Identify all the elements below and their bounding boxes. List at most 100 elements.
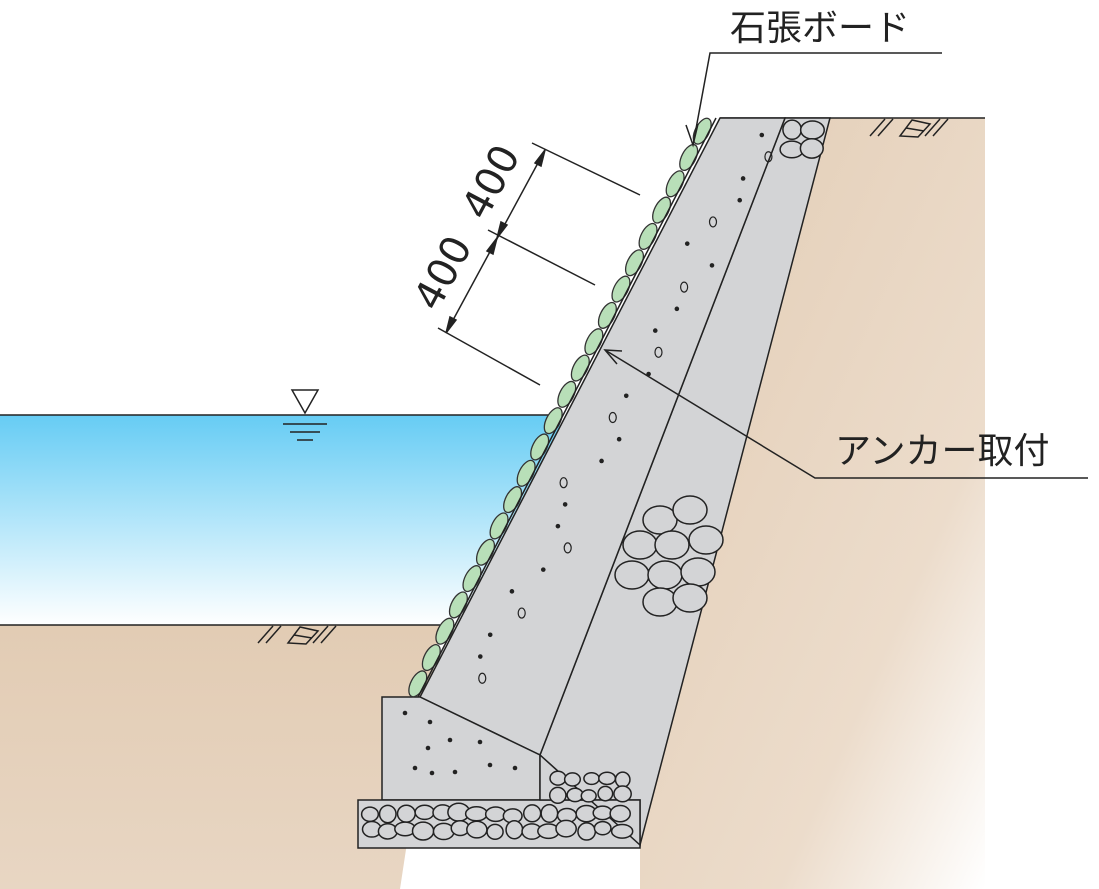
aggregate-dot bbox=[555, 523, 561, 529]
aggregate-pebble bbox=[764, 151, 773, 163]
stone-board-tile bbox=[638, 222, 658, 250]
aggregate-dot bbox=[402, 710, 408, 716]
aggregate-dot bbox=[652, 328, 658, 333]
aggregate-pebble bbox=[654, 346, 663, 358]
rubble-stone bbox=[688, 525, 724, 555]
rubble-stone bbox=[593, 820, 612, 836]
callout-leaders bbox=[603, 52, 1088, 479]
rubble-stone bbox=[610, 823, 634, 839]
stone-board-tile bbox=[570, 354, 590, 382]
aggregate-dot bbox=[674, 306, 680, 312]
ground-hatch-right bbox=[869, 118, 949, 138]
stone-board-tile bbox=[543, 407, 563, 435]
aggregate-dot bbox=[429, 770, 435, 776]
aggregate-dot bbox=[427, 719, 433, 725]
aggregate-dot bbox=[447, 737, 453, 743]
stone-board-tile bbox=[679, 143, 699, 171]
aggregate-dot bbox=[477, 739, 483, 745]
ground-hatch-left bbox=[257, 625, 337, 645]
aggregate-dot bbox=[616, 436, 622, 442]
stone-board-tile bbox=[652, 196, 672, 224]
aggregate-dot bbox=[509, 589, 515, 594]
aggregate-pebble bbox=[478, 672, 487, 684]
rubble-stone bbox=[411, 821, 435, 841]
rubble-stone bbox=[614, 560, 650, 590]
aggregate-pebble bbox=[608, 411, 617, 424]
rubble-stone bbox=[360, 806, 380, 823]
rubble-stone bbox=[598, 771, 617, 786]
rubble-stone bbox=[396, 804, 416, 823]
rubble-stone bbox=[597, 785, 614, 802]
aggregate-pebble bbox=[708, 216, 718, 228]
aggregate-dots bbox=[402, 132, 773, 776]
rubble-stone bbox=[680, 557, 716, 587]
rubble-stone bbox=[642, 587, 678, 617]
rubble-stone bbox=[583, 771, 600, 786]
aggregate-dot bbox=[562, 502, 568, 507]
rubble-stone bbox=[486, 823, 504, 840]
stone-board-tile bbox=[408, 670, 428, 698]
rubble-stone bbox=[782, 119, 803, 141]
dimension-label-upper: 400 bbox=[453, 138, 529, 227]
dimension-lines bbox=[437, 142, 641, 386]
rubble-stone bbox=[466, 820, 488, 839]
aggregate-dot bbox=[623, 393, 629, 399]
aggregate-dot bbox=[478, 654, 483, 659]
rubble-stone bbox=[549, 770, 567, 786]
rubble-stone bbox=[614, 771, 631, 788]
rubble-stone bbox=[378, 804, 397, 824]
stone-board-tile bbox=[584, 328, 604, 356]
rubble-stone bbox=[609, 804, 631, 823]
rubble-stone bbox=[505, 820, 524, 840]
rubble-stone bbox=[622, 530, 658, 560]
stone-board-tile bbox=[421, 644, 441, 672]
aggregate-dot bbox=[412, 765, 418, 771]
stone-board-facing bbox=[408, 117, 712, 698]
stone-board-tile bbox=[448, 591, 468, 619]
aggregate-dot bbox=[737, 197, 743, 203]
rubble-stone bbox=[414, 804, 435, 821]
stone-board-tile bbox=[557, 380, 577, 408]
aggregate-dot bbox=[487, 632, 493, 638]
aggregate-pebble bbox=[563, 542, 572, 554]
rubble-stone bbox=[484, 806, 507, 823]
ground-right bbox=[640, 118, 985, 889]
rubble-stone bbox=[654, 530, 690, 560]
stone-board-tile bbox=[665, 170, 685, 198]
rubble-stone bbox=[555, 819, 577, 838]
aggregate-dot bbox=[740, 176, 746, 181]
aggregate-dot bbox=[599, 458, 604, 464]
rubble-stone bbox=[377, 823, 398, 840]
aggregate-dot bbox=[452, 769, 458, 775]
rubble-stone bbox=[577, 822, 597, 841]
stone-board-tile bbox=[611, 275, 631, 303]
aggregate-pebble bbox=[517, 607, 526, 619]
aggregate-dot bbox=[759, 132, 765, 138]
rubble-stone bbox=[799, 137, 824, 159]
aggregate-dot bbox=[512, 765, 518, 771]
rubble-stones bbox=[360, 119, 825, 841]
rubble-stone bbox=[642, 505, 678, 535]
rubble-stone bbox=[464, 806, 489, 822]
ground-left bbox=[0, 625, 440, 889]
aggregate-dot bbox=[684, 241, 690, 246]
aggregate-dot bbox=[709, 263, 715, 268]
stone-board-tile bbox=[489, 512, 509, 540]
stone-board-tile bbox=[597, 301, 617, 329]
rubble-stone bbox=[672, 583, 708, 613]
rubble-stone bbox=[592, 805, 613, 821]
stone-board-tile bbox=[462, 565, 482, 593]
stone-board-tile bbox=[516, 459, 536, 487]
rubble-stone bbox=[522, 804, 542, 823]
rubble-stone bbox=[580, 789, 597, 803]
aggregate-pebble bbox=[559, 477, 568, 489]
stone-board-tile bbox=[503, 486, 523, 514]
rubble-stone bbox=[672, 495, 708, 525]
aggregate-dot bbox=[540, 567, 546, 572]
aggregate-pebble bbox=[680, 281, 689, 293]
rubble-stone bbox=[647, 560, 683, 590]
water-level-icon bbox=[283, 389, 327, 441]
dimension-label-lower: 400 bbox=[405, 229, 481, 318]
